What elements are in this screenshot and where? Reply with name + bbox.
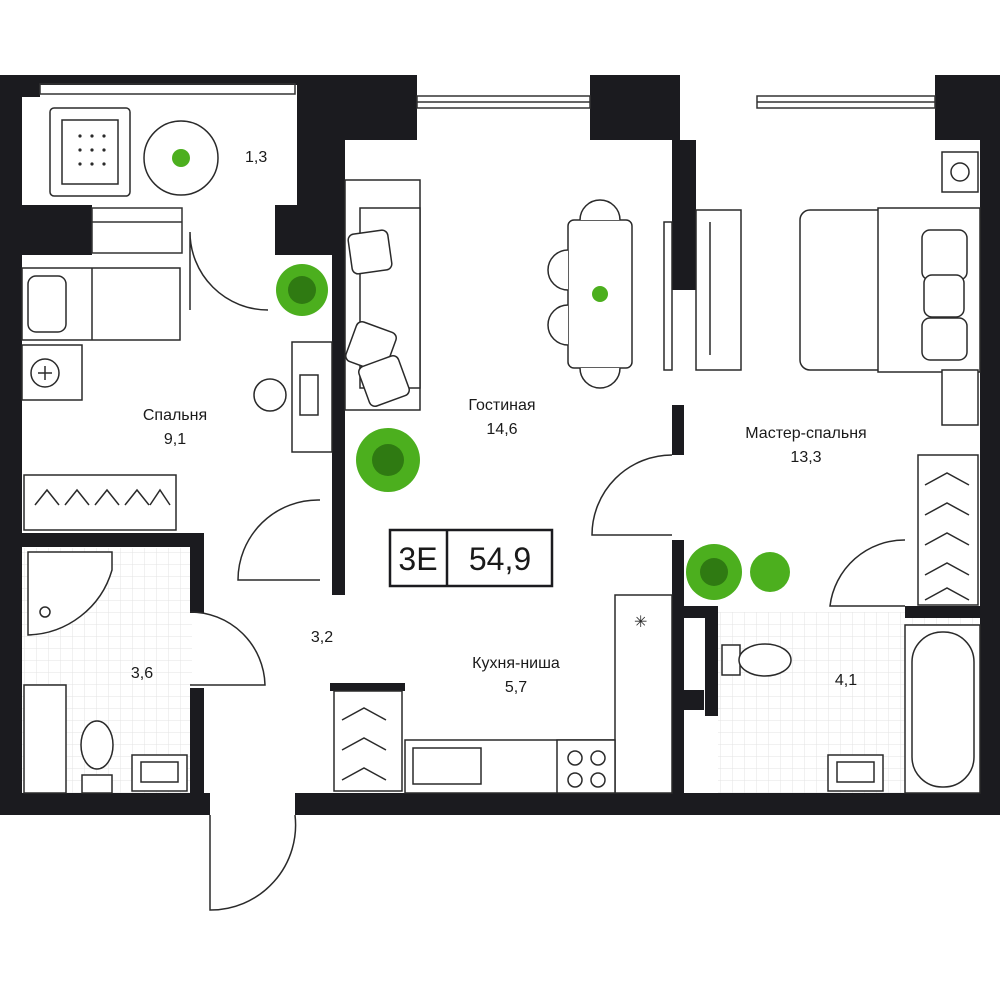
toilet-right	[721, 643, 792, 677]
sink-left	[131, 754, 188, 792]
windows	[39, 83, 936, 254]
balcony-chair-dots	[78, 134, 106, 166]
bathroom-left-door	[189, 611, 266, 686]
master-nightstands	[941, 151, 979, 426]
master-wardrobe	[917, 454, 979, 606]
kitchen-name: Кухня-ниша	[472, 655, 560, 672]
walls	[0, 75, 1000, 815]
bedroom-name: Спальня	[143, 407, 207, 424]
kitchen-area: 5,7	[505, 679, 527, 696]
shower	[27, 551, 113, 636]
master-door	[591, 454, 673, 536]
sofa	[344, 179, 421, 411]
living-area: 14,6	[486, 421, 517, 438]
balcony-plant-icon	[172, 149, 190, 167]
apartment-badge: 3E 54,9	[388, 528, 554, 588]
bedroom-door	[189, 231, 269, 311]
toilet-left	[80, 720, 114, 794]
balcony-area: 1,3	[245, 149, 267, 166]
kitchen-counter	[404, 594, 673, 794]
hall-bedroom-door	[237, 499, 321, 581]
desk	[253, 341, 333, 453]
master-name: Мастер-спальня	[745, 425, 866, 442]
apartment-type: 3E	[398, 541, 437, 577]
bedroom-wardrobe	[23, 474, 177, 531]
bathroom-right-area: 4,1	[835, 672, 857, 689]
master-wardrobe-left	[695, 209, 742, 371]
tv-unit	[663, 221, 673, 371]
bathroom-right-door	[829, 539, 906, 607]
master-area: 13,3	[790, 449, 821, 466]
bathroom-left-area: 3,6	[131, 665, 153, 682]
dining-table	[547, 199, 633, 389]
hall-area: 3,2	[311, 629, 333, 646]
nightstand	[21, 344, 83, 401]
washing-machine	[23, 684, 67, 794]
living-name: Гостиная	[468, 397, 535, 414]
plant-icons	[276, 264, 790, 600]
hall-closet	[333, 690, 403, 792]
balcony-armchair	[49, 107, 131, 197]
single-bed	[21, 267, 181, 341]
table-plant-icon	[592, 286, 608, 302]
sink-right	[827, 754, 884, 792]
bedroom-area: 9,1	[164, 431, 186, 448]
bathtub	[904, 624, 981, 794]
apartment-total-area: 54,9	[469, 541, 531, 577]
double-bed	[799, 207, 981, 373]
fridge-icon: ✳	[634, 612, 647, 631]
entrance-door	[209, 814, 297, 911]
